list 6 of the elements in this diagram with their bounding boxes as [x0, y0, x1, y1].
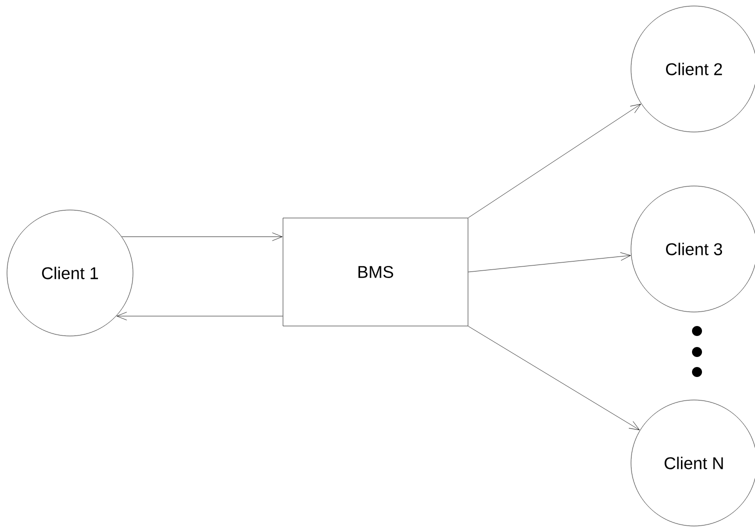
- arrow: [468, 326, 640, 430]
- arrow: [468, 104, 641, 218]
- server-box: BMS: [282, 218, 468, 326]
- arrow: [468, 252, 631, 272]
- arrow: [116, 312, 283, 320]
- arrow: [122, 232, 282, 241]
